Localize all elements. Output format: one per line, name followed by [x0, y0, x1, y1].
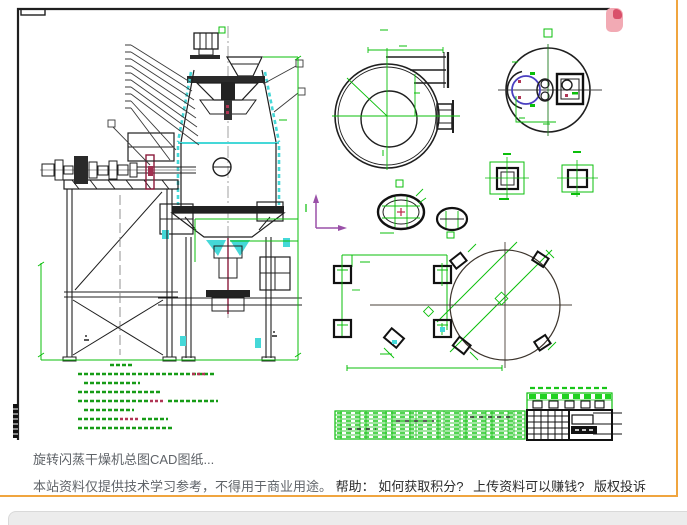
- elevation-view: [40, 26, 302, 362]
- rotor-top-view: [498, 28, 602, 136]
- dimension-lines: [37, 55, 302, 361]
- fan-volute-view: [332, 29, 460, 188]
- document-title: 旋转闪蒸干燥机总图CAD图纸...: [33, 452, 215, 467]
- float-widget-icon[interactable]: [606, 8, 623, 32]
- parts-list-table: [334, 410, 526, 440]
- content-border-right: [676, 0, 678, 497]
- float-widget-badge: [613, 9, 622, 19]
- ucs-axis-icon: [305, 194, 347, 231]
- content-border-bottom: [0, 495, 678, 497]
- link-get-points[interactable]: 如何获取积分?: [378, 479, 464, 494]
- link-copyright-complaint[interactable]: 版权投诉: [594, 479, 647, 494]
- sheet-frame: [13, 7, 610, 440]
- square-flange-views: [485, 151, 598, 200]
- technical-notes: [78, 363, 218, 430]
- oval-flange-views: [376, 188, 469, 239]
- help-label: 帮助：: [335, 479, 375, 494]
- footer-help-line: 本站资料仅提供技术学习参考，不得用于商业用途。 帮助： 如何获取积分? 上传资料…: [33, 479, 673, 495]
- foundation-plan-view: [332, 241, 572, 371]
- disclaimer-text: 本站资料仅提供技术学习参考，不得用于商业用途。: [33, 479, 333, 494]
- next-section-bar: [8, 511, 687, 525]
- callout-leaders: [107, 44, 306, 166]
- link-upload-earn[interactable]: 上传资料可以赚钱?: [473, 479, 585, 494]
- title-block: [526, 386, 622, 441]
